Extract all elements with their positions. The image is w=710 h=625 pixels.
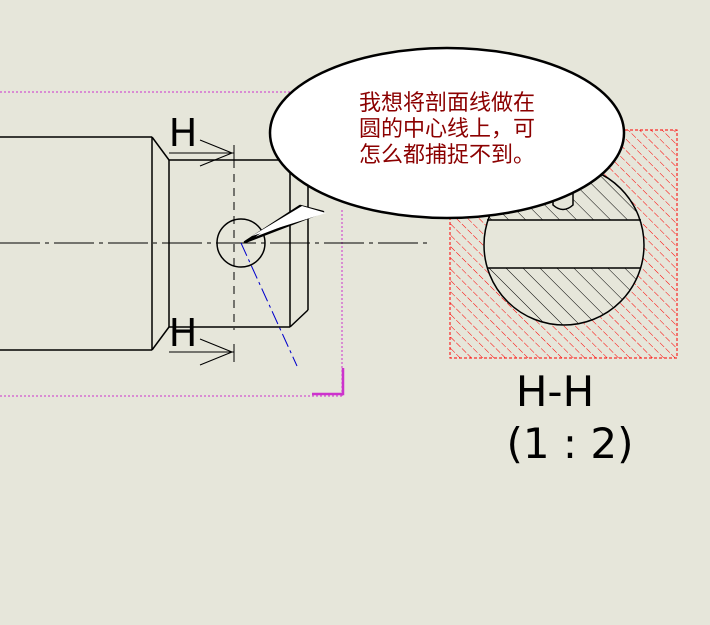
selection-corner-handle[interactable]: [312, 368, 345, 396]
callout-line-2: 圆的中心线上，可: [359, 117, 535, 142]
section-marker-bottom: H: [169, 311, 198, 355]
hole-circle[interactable]: [216, 218, 266, 268]
selection-box: [0, 91, 345, 397]
section-marker-top: H: [169, 111, 198, 155]
speech-bubble-callout: 我想将剖面线做在 圆的中心线上，可 怎么都捕捉不到。: [243, 46, 626, 244]
section-view-scale: (1 : 2): [506, 419, 633, 468]
callout-line-3: 怎么都捕捉不到。: [359, 143, 535, 168]
section-arrow-top[interactable]: [169, 139, 235, 167]
section-view-title: H-H: [516, 367, 594, 416]
section-line[interactable]: [240, 242, 298, 367]
callout-line-1: 我想将剖面线做在: [359, 91, 535, 116]
section-arrow-bottom[interactable]: [169, 338, 235, 366]
